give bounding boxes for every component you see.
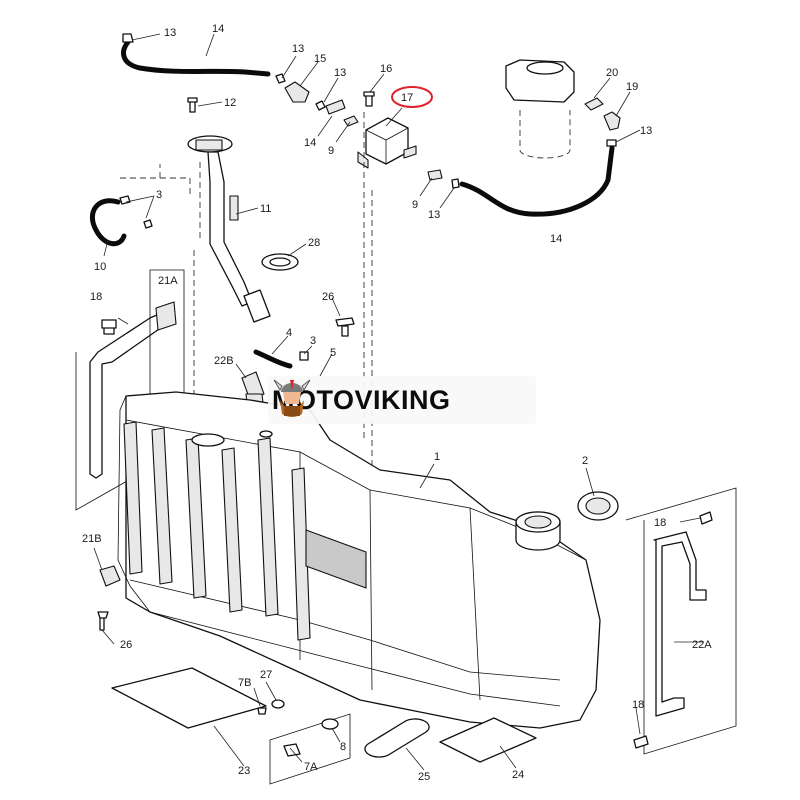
vent-hose-10	[89, 198, 127, 247]
callout-10: 10	[94, 261, 106, 273]
nut-27	[271, 699, 285, 709]
bolt-18-a	[101, 319, 117, 335]
callout-14: 14	[304, 137, 316, 149]
callout-17: 17	[401, 92, 413, 104]
callout-7b: 7B	[238, 677, 251, 689]
callout-20: 20	[606, 67, 618, 79]
clamp-13-e	[451, 178, 460, 189]
callout-4: 4	[286, 327, 292, 339]
callout-3: 3	[310, 335, 316, 347]
callout-5: 5	[330, 347, 336, 359]
callout-7a: 7A	[304, 761, 318, 773]
pad-24	[439, 717, 537, 763]
hose-clamp-13-top-left	[122, 33, 134, 43]
fuel-sender-11	[207, 151, 253, 307]
callout-25: 25	[418, 771, 430, 783]
callout-14: 14	[212, 23, 224, 35]
fitting-20	[584, 97, 604, 111]
bolt-18-c	[633, 735, 649, 749]
callout-13: 13	[428, 209, 440, 221]
callout-13: 13	[164, 27, 176, 39]
elbow-19	[603, 111, 621, 131]
frame-22a	[625, 487, 737, 755]
leader-lines	[93, 33, 704, 771]
sender-opening	[191, 433, 225, 447]
callout-9: 9	[412, 199, 418, 211]
callout-27: 27	[260, 669, 272, 681]
callout-13: 13	[292, 43, 304, 55]
callout-26: 26	[120, 639, 132, 651]
screw-26-a	[335, 317, 355, 337]
fuel-hose-upper-left	[121, 39, 271, 77]
callout-28: 28	[308, 237, 320, 249]
callout-8: 8	[340, 741, 346, 753]
highlight-circle-17	[391, 86, 433, 108]
tank-rib-6	[291, 467, 311, 641]
callout-13: 13	[334, 67, 346, 79]
washer-8	[321, 718, 339, 730]
callout-12: 12	[224, 97, 236, 109]
sender-float	[243, 289, 271, 323]
bolt-18-b	[699, 511, 713, 525]
hose-4	[253, 349, 293, 369]
screw-26-b	[97, 611, 109, 631]
callout-22b: 22B	[214, 355, 234, 367]
callout-21a: 21A	[158, 275, 178, 287]
clamp-3-a	[119, 195, 131, 205]
callout-23: 23	[238, 765, 250, 777]
clamp-13-d	[606, 139, 617, 147]
callout-14: 14	[550, 233, 562, 245]
callout-21b: 21B	[82, 533, 102, 545]
tank-rib-5	[257, 437, 279, 617]
motoviking-watermark: MOTOVIKING	[268, 376, 536, 424]
pad-25	[364, 718, 430, 758]
screw-7b	[257, 707, 267, 715]
pad-23	[111, 667, 267, 729]
callout-26: 26	[322, 291, 334, 303]
callout-13: 13	[640, 125, 652, 137]
callout-18: 18	[90, 291, 102, 303]
callout-9: 9	[328, 145, 334, 157]
fitting-15	[284, 81, 310, 103]
fuel-filter-cap	[526, 61, 564, 75]
callout-18: 18	[654, 517, 666, 529]
callout-3: 3	[156, 189, 162, 201]
clamp-13-c	[315, 100, 326, 111]
fuel-hose-right	[459, 145, 615, 217]
callout-1: 1	[434, 451, 440, 463]
clamp-3-b	[299, 351, 309, 361]
bracket-21b	[99, 565, 121, 587]
nipple-14	[325, 99, 346, 115]
tank-rib-4	[221, 447, 243, 613]
viking-logo-icon	[273, 379, 311, 417]
tank-rib-1	[123, 421, 143, 575]
callout-22a: 22A	[692, 639, 712, 651]
bracket-22b	[241, 371, 265, 401]
callout-19: 19	[626, 81, 638, 93]
nipple-9-b	[427, 169, 443, 181]
strap-22a	[653, 531, 707, 717]
callout-2: 2	[582, 455, 588, 467]
callout-24: 24	[512, 769, 524, 781]
tank-rib-2	[151, 427, 173, 585]
callout-16: 16	[380, 63, 392, 75]
callout-15: 15	[314, 53, 326, 65]
callout-18: 18	[632, 699, 644, 711]
nipple-9-a	[343, 115, 359, 127]
bolt-12	[187, 97, 198, 113]
bolt-16	[363, 91, 375, 107]
frame-21a	[75, 269, 185, 546]
callout-11: 11	[260, 203, 271, 215]
